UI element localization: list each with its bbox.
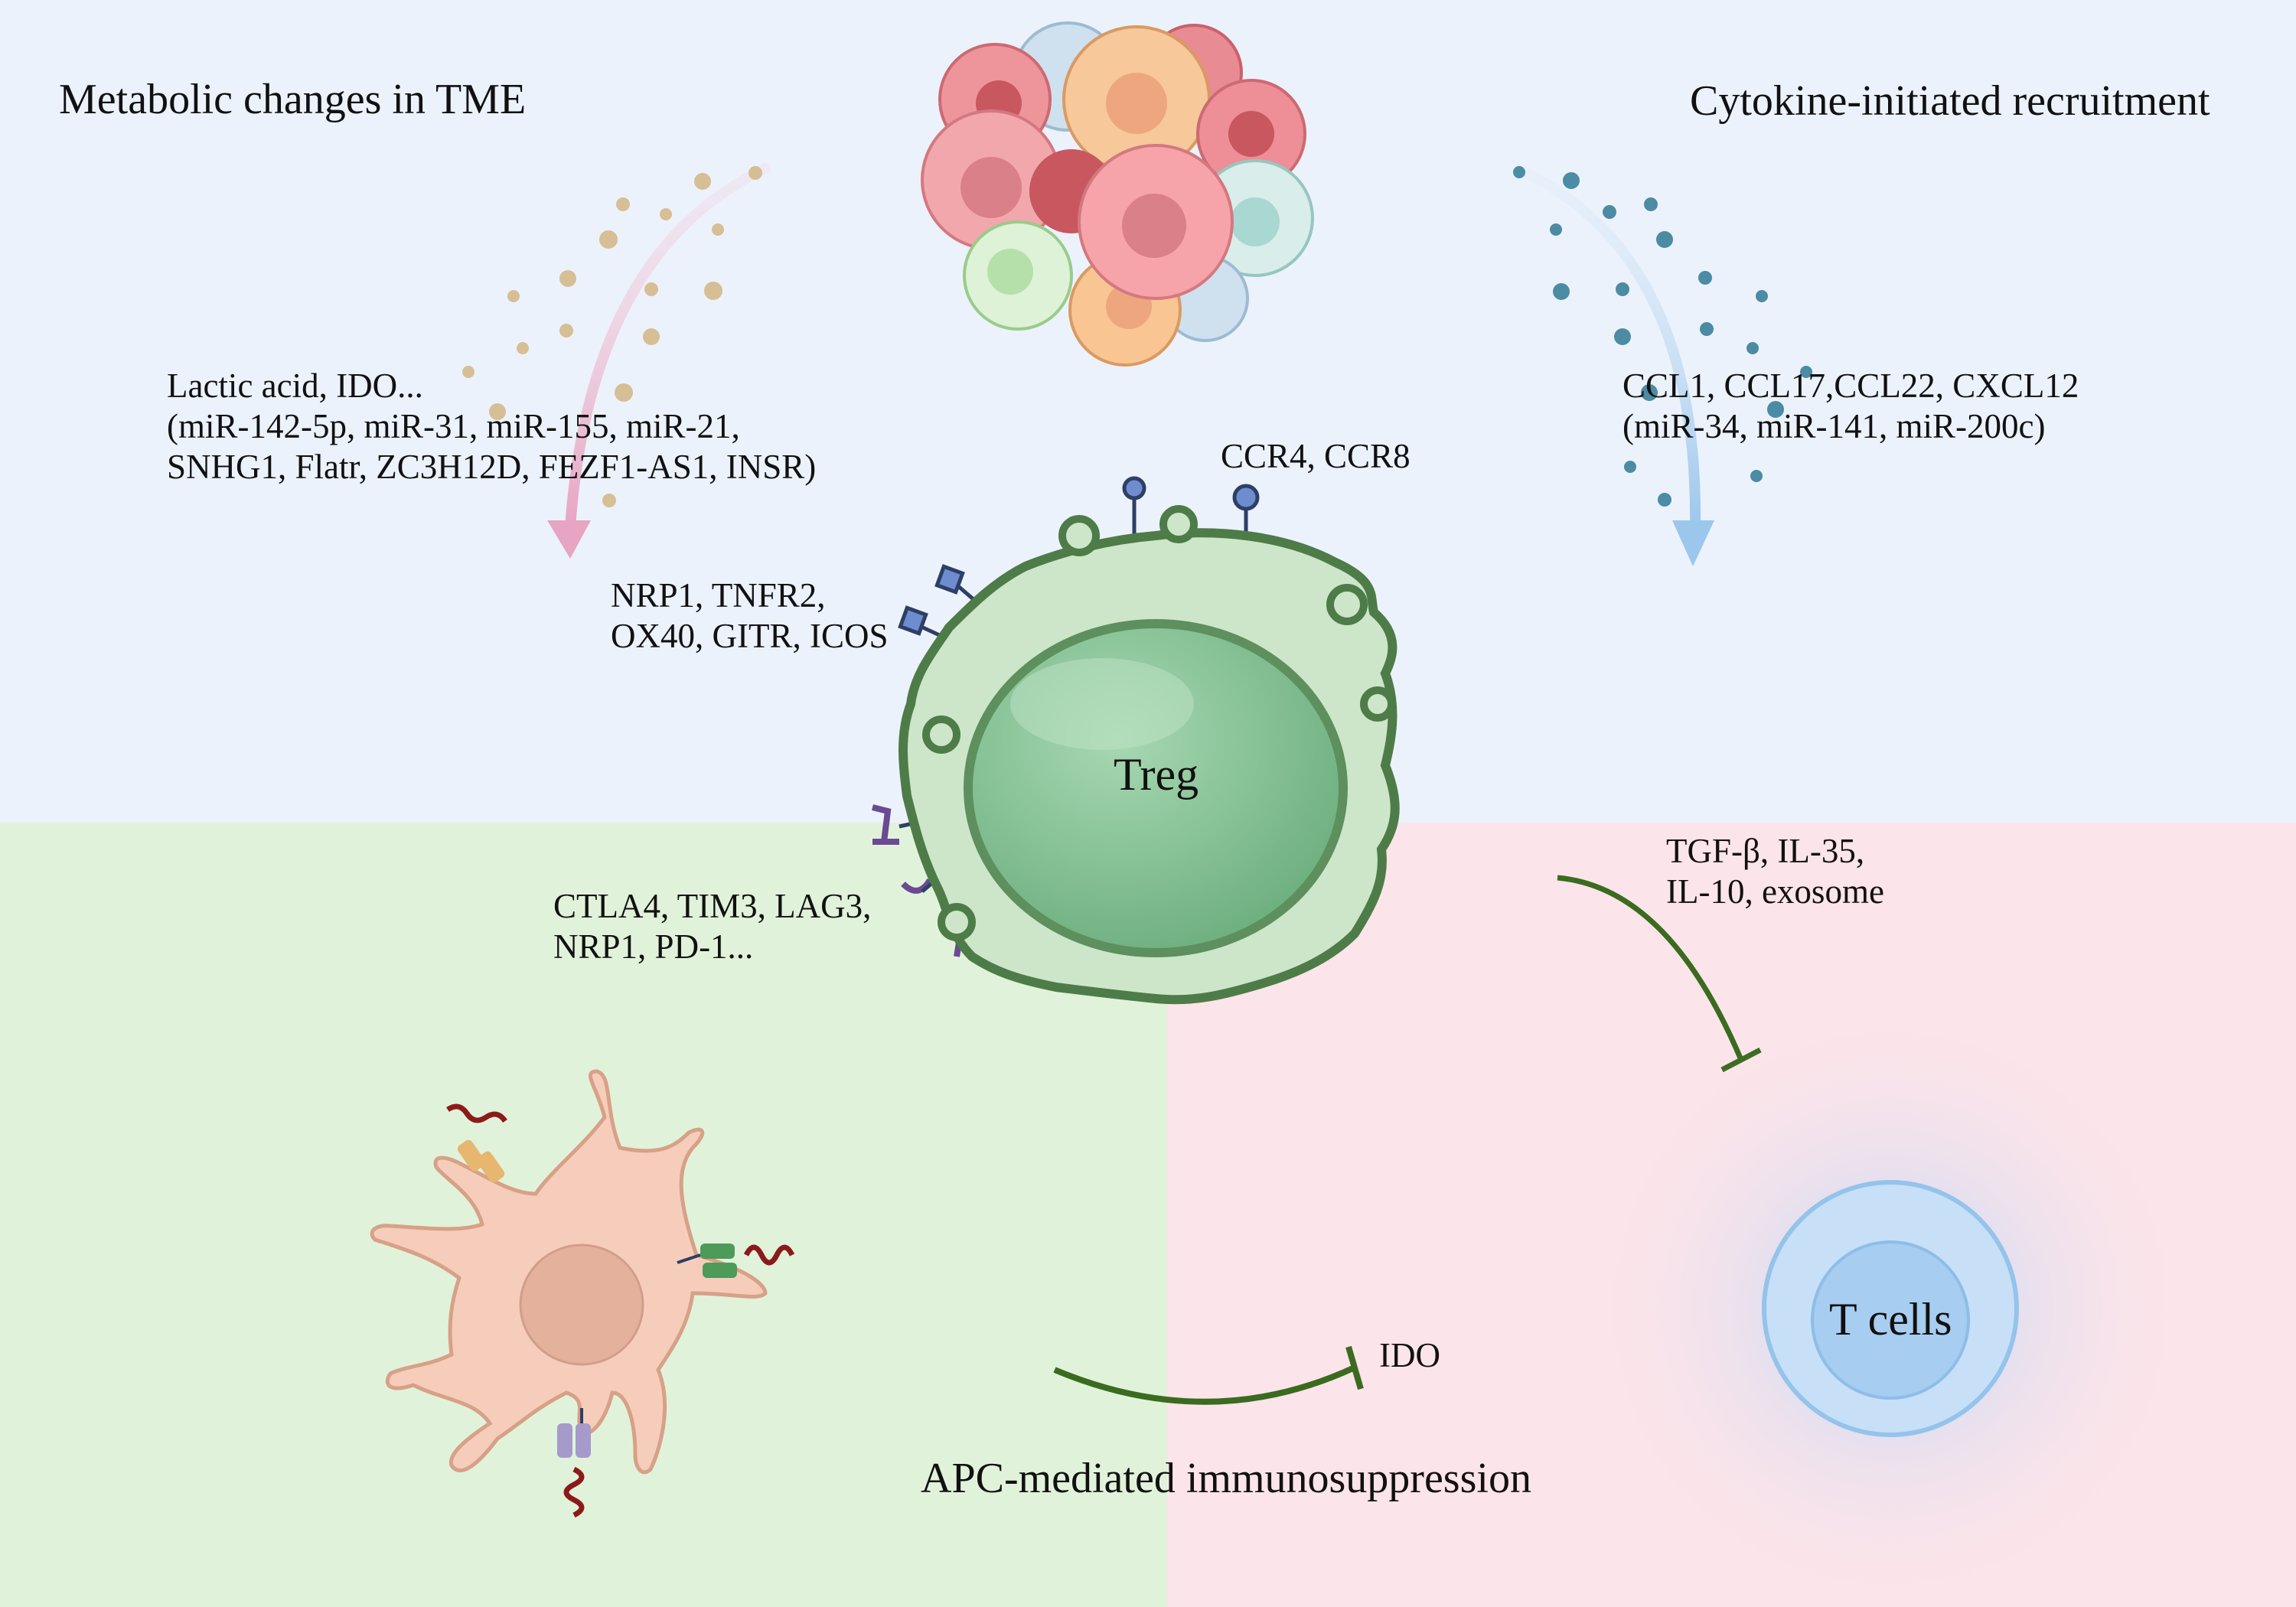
apc-section-title: APC-mediated immunosuppression (921, 1455, 1531, 1502)
t-cell (1592, 1010, 2189, 1607)
apc-receptor-bottom (557, 1408, 591, 1518)
costim-line-2: OX40, GITR, ICOS (611, 617, 889, 655)
chemokine-line-2: (miR-34, miR-141, miR-200c) (1623, 407, 2046, 445)
chemokine-label: CCL1, CCL17,CCL22, CXCL12 (miR-34, miR-1… (1623, 366, 2079, 447)
suppress-line-2: IL-10, exosome (1666, 872, 1884, 911)
metabolic-line-1: Lactic acid, IDO... (167, 367, 423, 405)
ccr-label: CCR4, CCR8 (1221, 437, 1411, 475)
cytokine-section-title: Cytokine-initiated recruitment (1690, 77, 2210, 125)
metabolic-line-3: SNHG1, Flatr, ZC3H12D, FEZF1-AS1, INSR) (167, 448, 817, 486)
metabolic-section-title: Metabolic changes in TME (59, 76, 527, 123)
suppressive-factors-label: TGF-β, IL-35, IL-10, exosome (1666, 831, 1884, 912)
metabolic-label: Lactic acid, IDO... (miR-142-5p, miR-31,… (167, 366, 816, 487)
chemokine-line-1: CCL1, CCL17,CCL22, CXCL12 (1623, 367, 2079, 405)
suppress-line-1: TGF-β, IL-35, (1666, 832, 1865, 870)
apc-receptor-right (677, 1244, 795, 1278)
apc-receptor-top (446, 1103, 507, 1183)
apc-cell (370, 1069, 795, 1518)
checkpoint-label: CTLA4, TIM3, LAG3, NRP1, PD-1... (553, 886, 871, 967)
metabolic-flow (462, 163, 771, 559)
t-cells-label: T cells (1829, 1294, 1952, 1345)
cytokine-flow (1513, 165, 1812, 566)
checkpoint-line-2: NRP1, PD-1... (553, 927, 754, 966)
treg-cell (872, 476, 1400, 1005)
tumor-cell-cluster (921, 21, 1314, 367)
metabolic-line-2: (miR-142-5p, miR-31, miR-155, miR-21, (167, 407, 740, 445)
ido-label: IDO (1379, 1336, 1440, 1374)
costim-label: NRP1, TNFR2, OX40, GITR, ICOS (611, 575, 889, 657)
treg-label: Treg (1114, 749, 1199, 800)
costim-line-1: NRP1, TNFR2, (611, 576, 826, 614)
ido-inhibition-arrow (1053, 1345, 1364, 1405)
checkpoint-line-1: CTLA4, TIM3, LAG3, (553, 887, 872, 925)
